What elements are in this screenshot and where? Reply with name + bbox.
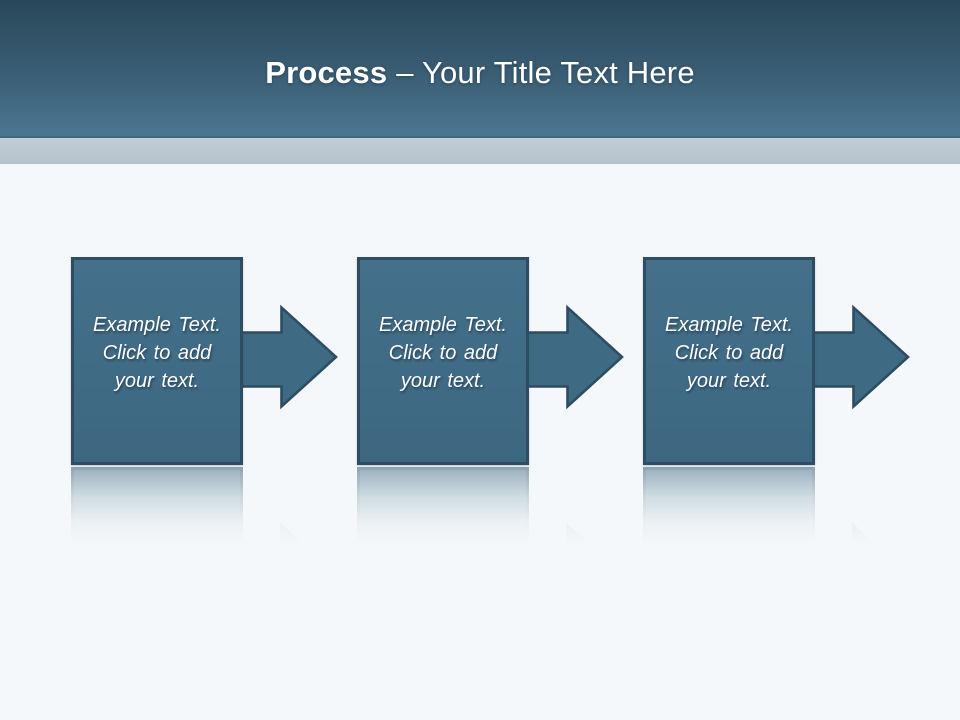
right-arrow-shape[interactable] xyxy=(524,304,624,410)
text-line: your text. xyxy=(114,370,200,392)
step-1-text-box[interactable]: Example Text. Click to add your text. xyxy=(71,257,243,465)
step-1-shape: Example Text. Click to add your text. xyxy=(71,257,339,465)
text-line: your text. xyxy=(400,370,486,392)
step-3-placeholder-text: Example Text. Click to add your text. xyxy=(646,311,812,395)
right-arrow-shape[interactable] xyxy=(810,304,910,410)
right-arrow-shape[interactable] xyxy=(238,304,338,410)
arrow-reflection xyxy=(810,522,910,628)
step-2-text-box[interactable]: Example Text. Click to add your text. xyxy=(357,257,529,465)
process-step-1: Example Text. Click to add your text. xyxy=(71,257,339,677)
step-1-reflection xyxy=(71,467,339,675)
title-subtitle: – Your Title Text Here xyxy=(396,55,695,90)
text-line: your text. xyxy=(686,370,772,392)
text-line: Example Text. xyxy=(665,314,793,336)
slide-header: Process– Your Title Text Here xyxy=(0,0,960,138)
text-line: Click to add xyxy=(674,342,784,364)
box-reflection xyxy=(643,467,815,675)
header-accent-band xyxy=(0,138,960,164)
text-line: Click to add xyxy=(102,342,212,364)
step-3-text-box[interactable]: Example Text. Click to add your text. xyxy=(643,257,815,465)
process-step-2: Example Text. Click to add your text. xyxy=(357,257,625,677)
arrow-reflection xyxy=(238,522,338,628)
step-3-shape: Example Text. Click to add your text. xyxy=(643,257,911,465)
text-line: Example Text. xyxy=(379,314,507,336)
text-line: Click to add xyxy=(388,342,498,364)
arrow-reflection xyxy=(524,522,624,628)
step-3-reflection xyxy=(643,467,911,675)
text-line: Example Text. xyxy=(93,314,221,336)
box-reflection xyxy=(357,467,529,675)
step-2-placeholder-text: Example Text. Click to add your text. xyxy=(360,311,526,395)
slide-title: Process– Your Title Text Here xyxy=(265,45,695,91)
title-keyword: Process xyxy=(265,55,388,90)
step-2-shape: Example Text. Click to add your text. xyxy=(357,257,625,465)
step-2-reflection xyxy=(357,467,625,675)
step-1-placeholder-text: Example Text. Click to add your text. xyxy=(74,311,240,395)
process-step-3: Example Text. Click to add your text. xyxy=(643,257,911,677)
box-reflection xyxy=(71,467,243,675)
